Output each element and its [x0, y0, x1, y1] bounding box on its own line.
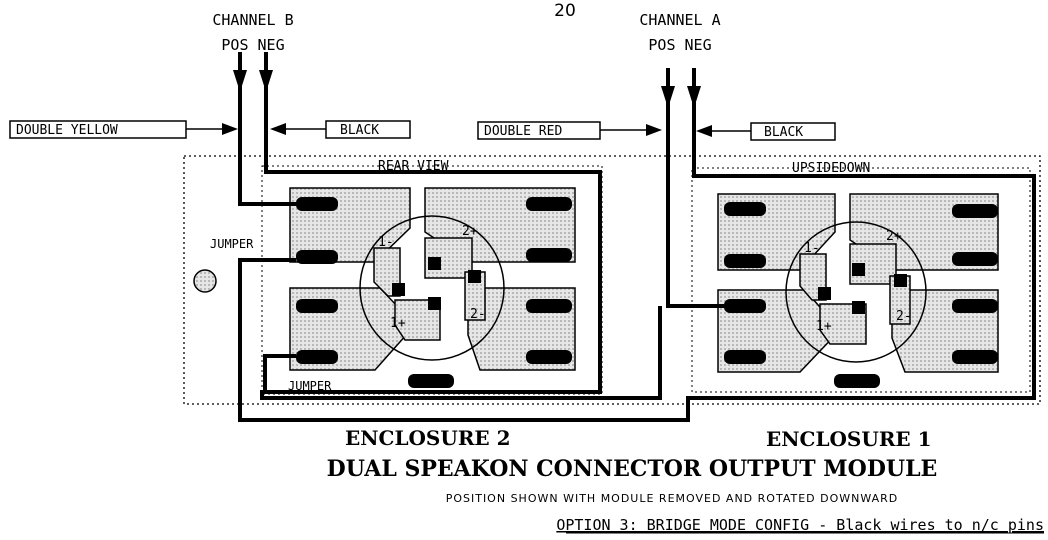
label-pointers [186, 128, 751, 132]
rear-terminals [296, 197, 572, 388]
rear-pin-2p: 2+ [462, 224, 478, 239]
channel-a-polarity: POS NEG [648, 36, 711, 54]
upsidedown-label: UPSIDEDOWN [792, 161, 870, 176]
upside-terminals [724, 202, 998, 388]
rear-view-label: REAR VIEW [378, 159, 449, 174]
upside-pin-1p: 1+ [816, 319, 832, 334]
rear-speakon-ring [359, 215, 505, 361]
enclosure-outline [183, 155, 1041, 405]
rear-connector [289, 187, 576, 371]
wire-jumper-link [260, 306, 662, 400]
module-subtitle: POSITION SHOWN WITH MODULE REMOVED AND R… [446, 492, 899, 505]
upside-pin-1m: 1- [804, 241, 820, 256]
upside-pin-2m: 2- [896, 309, 912, 324]
rear-module-outline [261, 165, 603, 395]
upside-module-outline [691, 167, 1031, 393]
jumper-side-label: JUMPER [210, 237, 254, 251]
enclosure-2-label: ENCLOSURE 2 [345, 426, 511, 450]
double-red-label: DOUBLE RED [484, 124, 562, 139]
jumper-bottom-label: JUMPER [288, 379, 332, 393]
wire-a-neg [238, 68, 1036, 422]
mounting-hole [193, 269, 217, 293]
label-pointer-arrows [222, 123, 712, 137]
option-caption: OPTION 3: BRIDGE MODE CONFIG - Black wir… [556, 516, 1044, 534]
black-b-label: BLACK [340, 123, 379, 138]
page-number: 20 [554, 1, 576, 21]
wires [238, 52, 1036, 422]
upside-speakon-ring [785, 221, 927, 363]
wire-b-neg [263, 52, 602, 394]
module-title: DUAL SPEAKON CONNECTOR OUTPUT MODULE [327, 456, 938, 482]
black-a-label: BLACK [764, 125, 803, 140]
channel-arrows [233, 70, 701, 108]
enclosure-1-label: ENCLOSURE 1 [766, 427, 932, 451]
channel-a-label: CHANNEL A [639, 11, 720, 29]
rear-pin-2m: 2- [470, 307, 486, 322]
channel-b-polarity: POS NEG [221, 36, 284, 54]
rear-pin-1m: 1- [378, 235, 394, 250]
upside-pin-2p: 2+ [886, 229, 902, 244]
double-yellow-label: DOUBLE YELLOW [16, 123, 118, 138]
label-boxes [9, 120, 836, 141]
wire-b-pos [238, 52, 296, 206]
channel-b-label: CHANNEL B [212, 11, 293, 29]
rear-pin-1p: 1+ [390, 316, 406, 331]
wire-a-pos [666, 68, 724, 308]
upside-connector [717, 193, 999, 373]
